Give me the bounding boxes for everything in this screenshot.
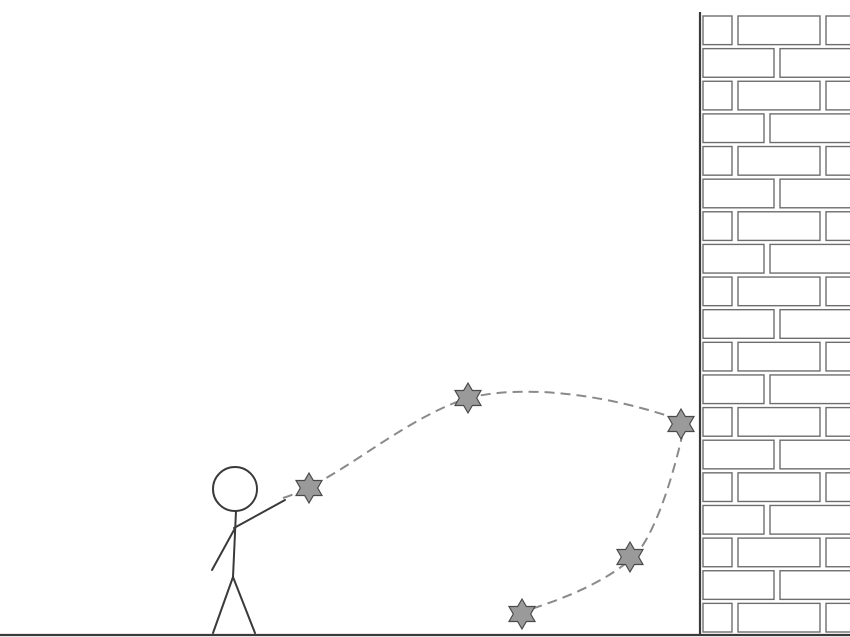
star-1-icon	[296, 473, 322, 503]
brick	[826, 147, 850, 176]
brick	[738, 538, 820, 567]
brick	[738, 342, 820, 371]
brick	[826, 342, 850, 371]
brick	[703, 505, 764, 534]
brick	[738, 408, 820, 437]
brick	[826, 603, 850, 632]
brick	[770, 244, 850, 273]
brick	[703, 440, 774, 469]
brick	[826, 16, 850, 45]
brick	[703, 473, 732, 502]
brick	[703, 212, 732, 241]
stick-figure-icon	[212, 467, 285, 633]
brick	[738, 473, 820, 502]
brick	[703, 408, 732, 437]
figure-head	[213, 467, 257, 511]
brick	[826, 473, 850, 502]
brick	[780, 571, 850, 600]
brick	[703, 114, 764, 143]
brick	[703, 81, 732, 110]
brick	[738, 212, 820, 241]
brick	[770, 505, 850, 534]
brick	[826, 408, 850, 437]
figure-right-leg	[233, 577, 255, 633]
brick	[826, 538, 850, 567]
brick	[703, 538, 732, 567]
brick	[703, 16, 732, 45]
star-5-icon	[509, 599, 535, 629]
brick	[738, 277, 820, 306]
brick	[703, 310, 774, 339]
brick	[703, 179, 774, 208]
brick	[703, 603, 732, 632]
brick	[826, 277, 850, 306]
figure-throwing-arm	[234, 500, 285, 528]
brick-wall	[700, 12, 850, 636]
figure-left-leg	[213, 577, 233, 633]
brick	[703, 147, 732, 176]
brick	[738, 81, 820, 110]
brick	[780, 179, 850, 208]
brick	[770, 375, 850, 404]
brick	[703, 342, 732, 371]
brick	[738, 16, 820, 45]
figure-other-arm	[212, 530, 234, 570]
brick	[826, 212, 850, 241]
star-3-impact-icon	[668, 409, 694, 439]
star-2-icon	[455, 383, 481, 413]
brick	[738, 603, 820, 632]
brick	[780, 310, 850, 339]
trajectory	[283, 392, 683, 612]
brick	[703, 244, 764, 273]
star-positions	[296, 383, 694, 629]
brick	[826, 81, 850, 110]
brick	[780, 440, 850, 469]
brick	[703, 571, 774, 600]
brick	[703, 375, 764, 404]
brick	[703, 277, 732, 306]
brick	[738, 147, 820, 176]
trajectory-path-outbound	[283, 392, 680, 498]
trajectory-path-rebound	[522, 432, 683, 612]
brick	[770, 114, 850, 143]
brick	[780, 49, 850, 78]
brick	[703, 49, 774, 78]
figure-torso	[233, 511, 236, 577]
